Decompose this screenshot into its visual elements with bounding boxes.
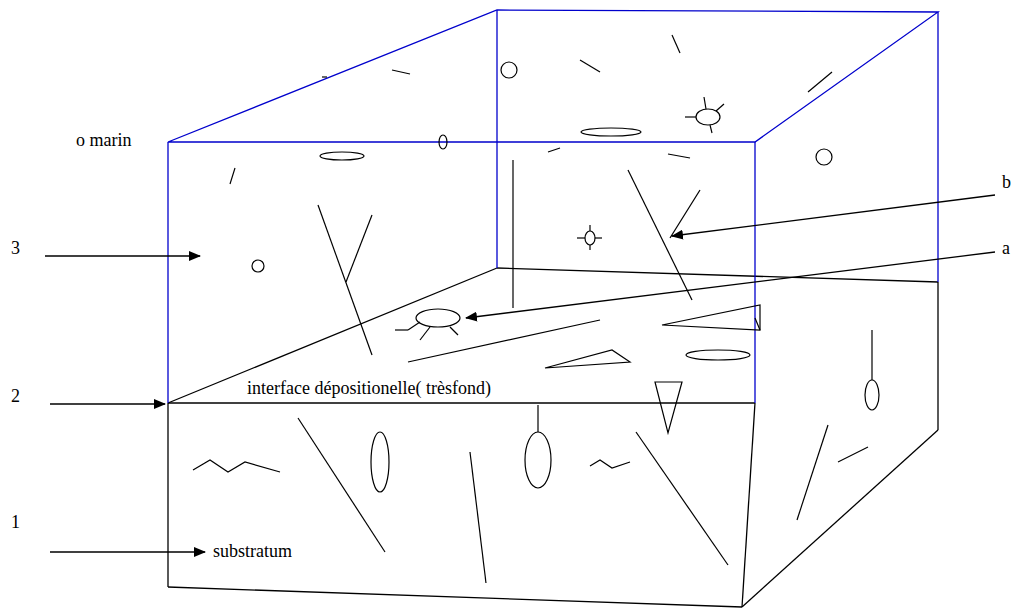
- callout-number: 2: [10, 386, 21, 407]
- layer-label: substratum: [212, 541, 293, 562]
- callout-letter: a: [1001, 238, 1011, 259]
- water-label: o marin: [75, 130, 133, 151]
- callout-number: 3: [10, 238, 21, 259]
- callout-number: 1: [10, 512, 21, 533]
- callout-letter: b: [1001, 172, 1012, 193]
- layer-label: interface dépositionelle( trèsfond): [246, 378, 492, 399]
